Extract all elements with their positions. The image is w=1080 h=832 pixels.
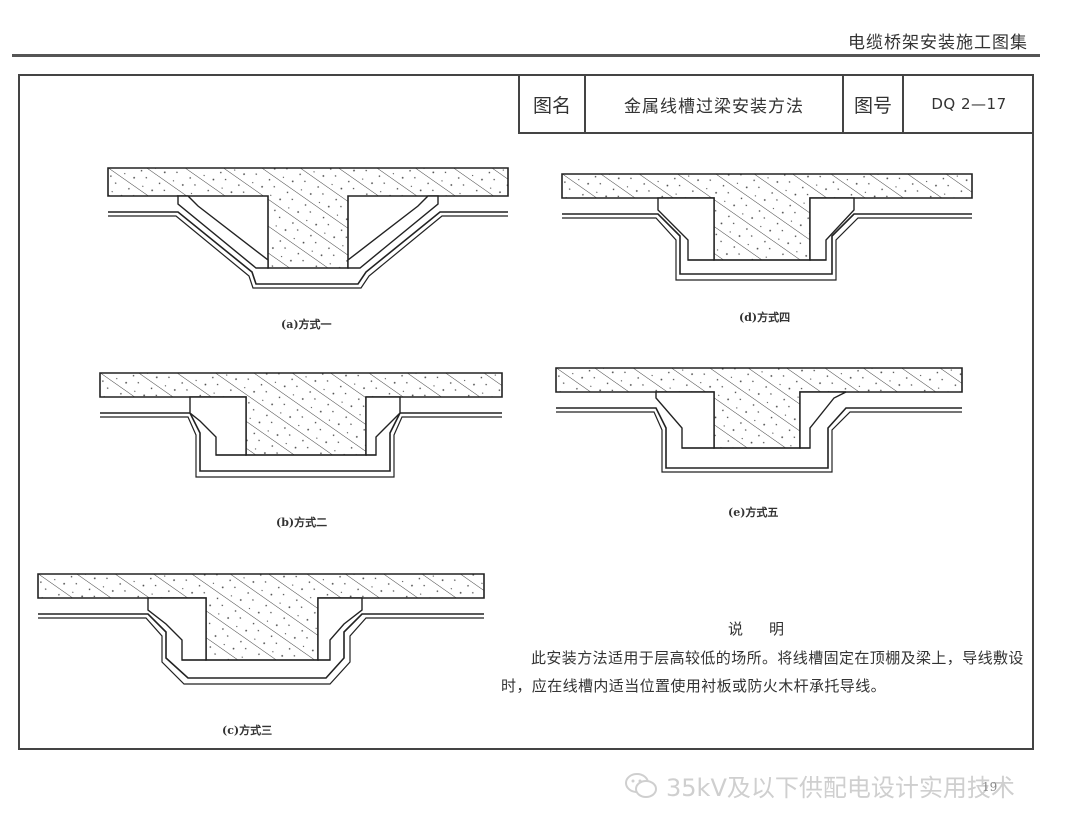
drawing-name-label: 图名 — [520, 76, 586, 132]
notes-heading: 说明 — [728, 620, 811, 638]
drawing-number: DQ 2—17 — [931, 95, 1007, 113]
watermark-text: 35kV及以下供配电设计实用技术 — [666, 774, 1015, 802]
figure-c-drawing — [37, 573, 485, 685]
header-rule — [12, 54, 1040, 57]
figure-c-caption: (c)方式三 — [222, 724, 273, 737]
drawing-frame — [18, 74, 1034, 750]
drawing-name: 金属线槽过梁安装方法 — [586, 76, 844, 132]
drawing-number-label: 图号 — [844, 76, 904, 132]
figure-a-drawing — [107, 167, 509, 289]
wechat-icon — [625, 772, 657, 798]
atlas-title: 电缆桥架安装施工图集 — [848, 33, 1028, 53]
figure-e-drawing — [555, 367, 963, 473]
page-number: 19 — [982, 780, 998, 794]
title-block: 图名 金属线槽过梁安装方法 图号 DQ 2—17 — [518, 76, 1034, 134]
figure-b-caption: (b)方式二 — [276, 516, 328, 529]
notes-body: 此安装方法适用于层高较低的场所。将线槽固定在顶棚及梁上，导线敷设时，应在线槽内适… — [501, 649, 1024, 695]
figure-d-caption: (d)方式四 — [739, 311, 791, 324]
figure-e-caption: (e)方式五 — [728, 506, 779, 519]
figure-d-drawing — [561, 173, 973, 281]
watermark: 35kV及以下供配电设计实用技术 — [624, 768, 1015, 803]
figure-b-drawing — [99, 372, 503, 478]
figure-a-caption: (a)方式一 — [281, 318, 332, 331]
